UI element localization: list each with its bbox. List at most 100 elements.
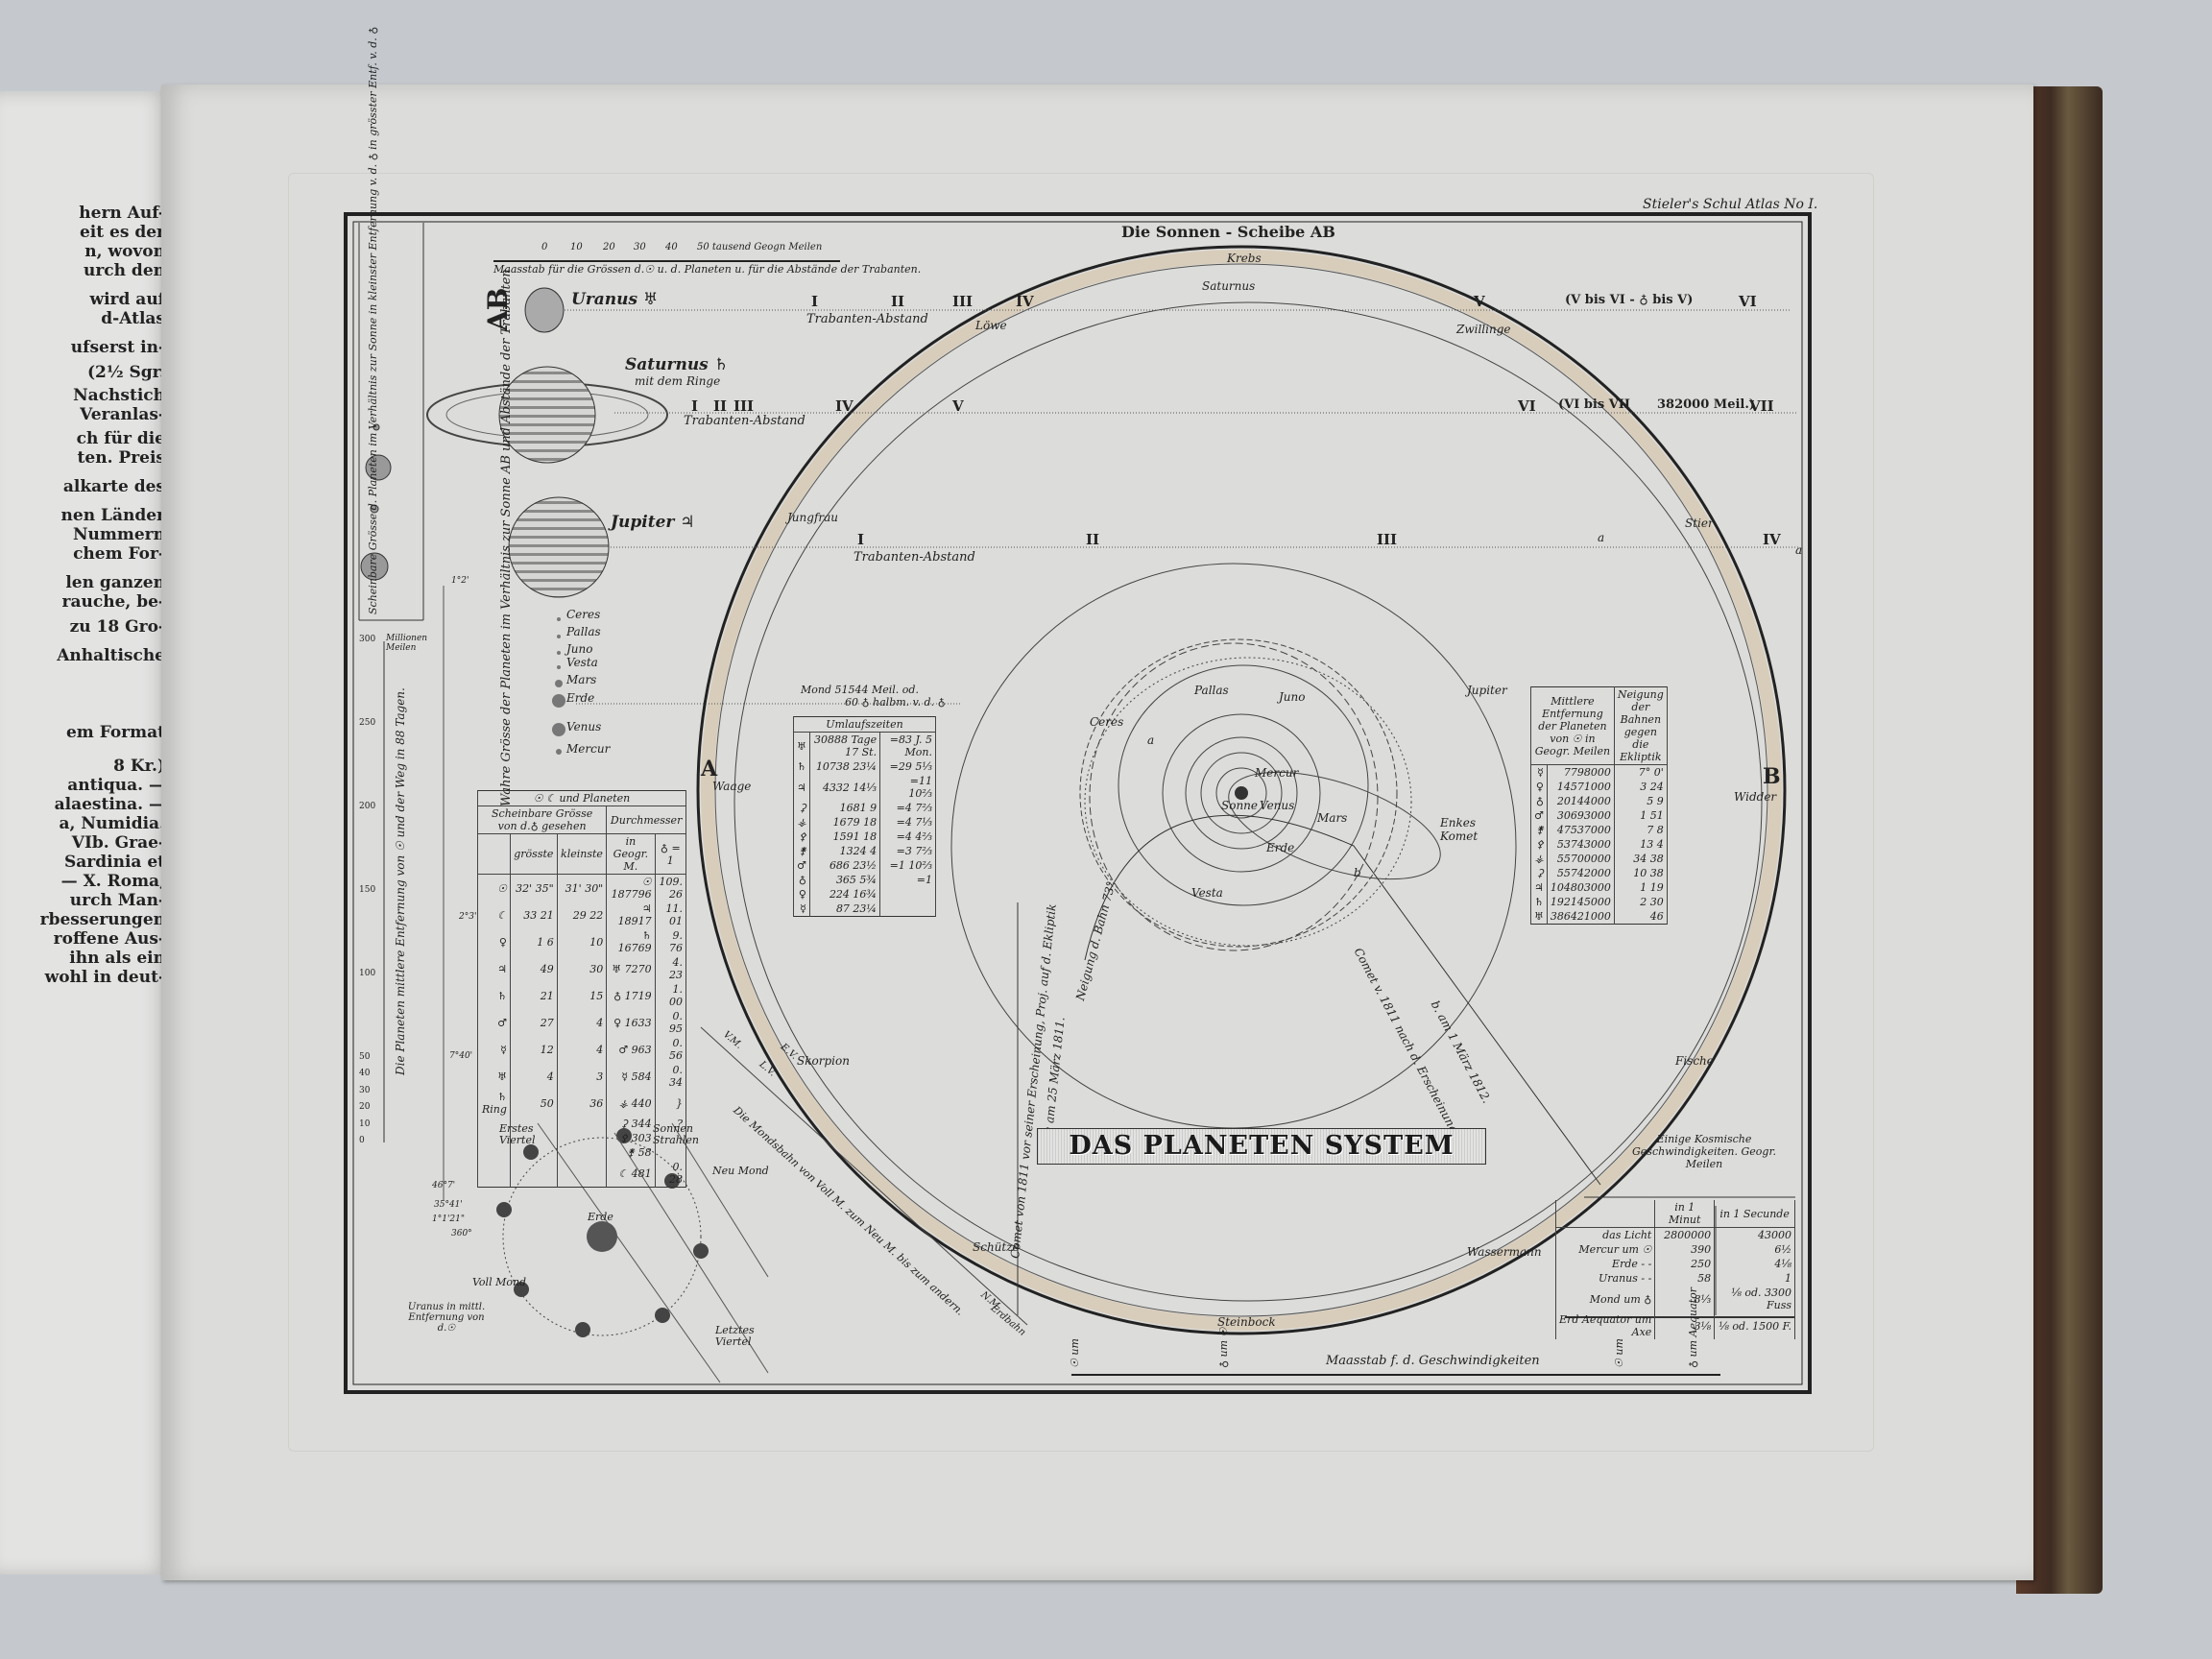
axis-tick-label: 50 xyxy=(359,1052,371,1062)
saturn-satellite: 382000 Meil.) xyxy=(1657,397,1756,412)
speed-scale-mark: ☉ um xyxy=(1613,1338,1625,1368)
point-a: A xyxy=(701,757,718,781)
table-cell: 46 xyxy=(1613,909,1668,925)
table-cell: ⅛ od. 1500 F. xyxy=(1714,1312,1795,1339)
table-cell: 33 21 xyxy=(509,902,558,928)
zodiac-waage: Waage xyxy=(712,780,752,793)
table-cell: ♂ xyxy=(1530,808,1548,823)
table-cell xyxy=(477,833,511,875)
zodiac-widder: Widder xyxy=(1734,790,1777,804)
left-page-line: rauche, be- xyxy=(61,592,165,612)
table-cell: 12 xyxy=(509,1036,558,1063)
uranus-drawing xyxy=(524,287,565,333)
left-page-line: wohl in deut- xyxy=(44,968,165,987)
left-page-line: Nachstich xyxy=(73,386,165,405)
speed-scale-mark: ♁ um ☉ xyxy=(1217,1327,1230,1368)
table-cell: 15 xyxy=(556,982,608,1009)
label-jupiter: Jupiter xyxy=(1467,684,1507,697)
left-page-line: ten. Preis xyxy=(77,448,165,468)
zodiac-stier: Stier xyxy=(1685,517,1714,530)
table-cell: 30888 Tage 17 St. xyxy=(808,732,881,759)
table-cell xyxy=(556,1131,608,1145)
table-row: ⚴1591 18=4 4⅔ xyxy=(793,830,936,844)
table-cell: ☉ 187796 xyxy=(606,874,656,902)
moon-label: Erde xyxy=(588,1211,613,1223)
jupiter-satellite: a xyxy=(1598,531,1605,544)
saturn-satellite: I xyxy=(691,397,699,415)
table-cell: } xyxy=(654,1090,687,1117)
angle-label: 360° xyxy=(451,1229,472,1238)
table-cell: das Licht xyxy=(1554,1227,1656,1242)
table-cell xyxy=(879,902,936,917)
axis-tick-label: 100 xyxy=(359,969,376,978)
left-page-line: len ganzen xyxy=(65,573,165,592)
table-cell: 0. 34 xyxy=(654,1063,687,1090)
size-scale-caption: Maasstab für die Grössen d.☉ u. d. Plane… xyxy=(493,263,922,276)
table-cell: =11 10⅔ xyxy=(879,774,936,801)
table-cell: 250 xyxy=(1654,1257,1716,1271)
table-cell: =29 5⅓ xyxy=(879,759,936,774)
table-cell: in 1 Secunde xyxy=(1714,1200,1795,1228)
uranus-satellite-distance: Trabanten-Abstand xyxy=(806,312,928,326)
mars-orbit xyxy=(1162,713,1321,873)
table-mean-distances: Mittlere Entfernung der Planeten von ☉ i… xyxy=(1530,686,1668,925)
table-cell: ⚵ 58 xyxy=(606,1145,656,1160)
axis-tick-label: 40 xyxy=(359,1069,371,1078)
left-page-line: n, wovon xyxy=(84,242,165,261)
jupiter-drawing xyxy=(508,496,610,598)
saturn-satellite: VII xyxy=(1749,397,1774,415)
left-page-line: nen Länder xyxy=(60,506,165,525)
table-cell: ♀ xyxy=(477,928,511,955)
table-row: ♁365 5¾=1 xyxy=(793,873,936,887)
label-pallas: Pallas xyxy=(1194,684,1229,697)
ecliptic-outer xyxy=(696,245,1787,1335)
left-page-line: a, Numidia. xyxy=(59,814,165,833)
axis-unit: Millionen Meilen xyxy=(386,634,428,653)
left-page-line: urch den xyxy=(83,261,165,280)
sun-disc-label: Die Sonnen - Scheibe AB xyxy=(1121,223,1335,241)
table-cell: 4 xyxy=(556,1009,608,1036)
jupiter-satellite: IV xyxy=(1763,531,1781,548)
uranus-satellite: III xyxy=(952,293,974,310)
table-cell: Scheinbare Grösse von d.♁ gesehen xyxy=(476,805,608,834)
saturn-satellite: VI xyxy=(1518,397,1536,415)
left-page-line: alaestina. — xyxy=(54,795,165,814)
saturn-satellite: III xyxy=(733,397,755,415)
table-cell: 1591 18 xyxy=(808,830,881,844)
table-cell: =83 J. 5 Mon. xyxy=(879,732,936,759)
angle-label: 46°7' xyxy=(432,1181,456,1190)
point-ab: AB xyxy=(482,287,514,331)
table-row: ♄10738 23¼=29 5⅓ xyxy=(793,759,936,774)
table-cell: 7798000 xyxy=(1546,764,1615,780)
table-cell xyxy=(509,1145,558,1160)
left-page-line: — X. Roma, xyxy=(60,872,165,891)
table-row: ⚳1681 9=4 7⅔ xyxy=(793,801,936,815)
saturn-satellite: II xyxy=(713,397,728,415)
table-cell xyxy=(556,1160,608,1188)
table-cell: 1681 9 xyxy=(808,801,881,815)
table-cell: 1 xyxy=(1714,1271,1795,1286)
table-cell: 31' 30" xyxy=(556,874,608,902)
table-cell: ⚴ xyxy=(793,830,810,844)
left-page-line: wird auf xyxy=(89,290,165,309)
zodiac-löwe: Löwe xyxy=(975,319,1007,332)
label-mars: Mars xyxy=(1317,811,1348,825)
table-cell: 4⅛ xyxy=(1714,1257,1795,1271)
table-cell: 386421000 xyxy=(1546,909,1615,925)
table-cell: ♄ xyxy=(477,982,511,1009)
table-cell: 2800000 xyxy=(1654,1227,1716,1242)
table-cell: 3 xyxy=(556,1063,608,1090)
table-cell: Mond um ♁ xyxy=(1554,1286,1656,1312)
table-cell: Mittlere Entfernung der Planeten von ☉ i… xyxy=(1530,686,1615,765)
table-cell xyxy=(509,1160,558,1188)
label-juno: Juno xyxy=(1279,690,1306,704)
